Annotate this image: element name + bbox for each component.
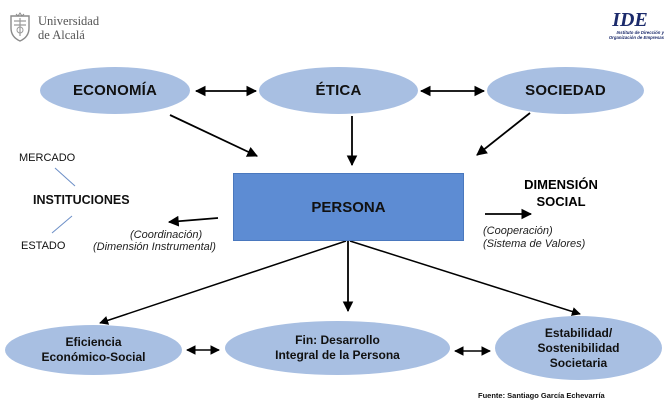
university-name-line2: de Alcalá bbox=[38, 28, 85, 42]
arrow-persona-estabilidad bbox=[349, 240, 581, 316]
label-mercado: MERCADO bbox=[19, 152, 76, 164]
ide-logo: IDE Instituto de Dirección y Organizació… bbox=[582, 8, 664, 48]
node-economia: ECONOMÍA bbox=[40, 67, 190, 114]
node-persona-label: PERSONA bbox=[311, 198, 386, 216]
label-dimension-social-line2: SOCIAL bbox=[536, 194, 586, 209]
node-fin-line2: Integral de la Persona bbox=[275, 348, 400, 362]
node-estabilidad-line1: Estabilidad/ bbox=[544, 325, 613, 340]
node-fin-desarrollo: Fin: Desarrollo Integral de la Persona bbox=[225, 321, 450, 375]
node-fin-line1: Fin: Desarrollo bbox=[295, 333, 380, 347]
source-credit: Fuente: Santiago García Echevarría bbox=[478, 391, 605, 400]
node-eficiencia: Eficiencia Económico-Social bbox=[5, 325, 182, 375]
label-dimension-social: DIMENSIÓN SOCIAL bbox=[506, 176, 616, 210]
node-etica-label: ÉTICA bbox=[315, 82, 362, 99]
node-etica: ÉTICA bbox=[259, 67, 418, 114]
label-dimension-instrumental: (Dimensión Instrumental) bbox=[93, 241, 216, 253]
arrow-sociedad-persona bbox=[476, 112, 531, 156]
node-eficiencia-line2: Económico-Social bbox=[41, 350, 146, 364]
node-persona: PERSONA bbox=[233, 173, 464, 241]
universidad-de-alcala-logo: Universidad de Alcalá bbox=[8, 10, 138, 44]
label-estado: ESTADO bbox=[21, 240, 66, 252]
connector-instituciones-estado bbox=[51, 215, 73, 234]
ide-subtitle-line2: Organización de Empresas bbox=[608, 35, 664, 40]
label-sistema-valores: (Sistema de Valores) bbox=[483, 238, 586, 250]
arrow-economia-persona bbox=[169, 114, 258, 157]
university-name-line1: Universidad bbox=[38, 14, 100, 28]
node-estabilidad: Estabilidad/ Sostenibilidad Societaria bbox=[495, 316, 662, 380]
label-coordinacion: (Coordinación) bbox=[130, 229, 203, 241]
ide-mark-text: IDE bbox=[611, 9, 648, 30]
node-sociedad: SOCIEDAD bbox=[487, 67, 644, 114]
ide-mark-icon: IDE bbox=[611, 9, 648, 30]
node-eficiencia-line1: Eficiencia bbox=[65, 335, 122, 349]
node-sociedad-label: SOCIEDAD bbox=[525, 82, 606, 99]
label-dimension-social-line1: DIMENSIÓN bbox=[524, 177, 598, 192]
ide-subtitle: Instituto de Dirección y Organización de… bbox=[582, 30, 664, 40]
arrow-persona-eficiencia bbox=[99, 240, 347, 325]
node-economia-label: ECONOMÍA bbox=[72, 82, 158, 99]
connector-mercado-instituciones bbox=[54, 167, 76, 187]
university-crest-icon bbox=[10, 12, 30, 42]
label-instituciones: INSTITUCIONES bbox=[33, 193, 130, 207]
ide-subtitle-line1: Instituto de Dirección y bbox=[616, 30, 664, 35]
label-cooperacion: (Cooperación) bbox=[483, 225, 553, 237]
arrow-persona-instituciones bbox=[167, 215, 219, 227]
node-estabilidad-line3: Societaria bbox=[549, 355, 608, 370]
university-name: Universidad de Alcalá bbox=[38, 14, 99, 42]
node-estabilidad-line2: Sostenibilidad bbox=[537, 340, 620, 355]
